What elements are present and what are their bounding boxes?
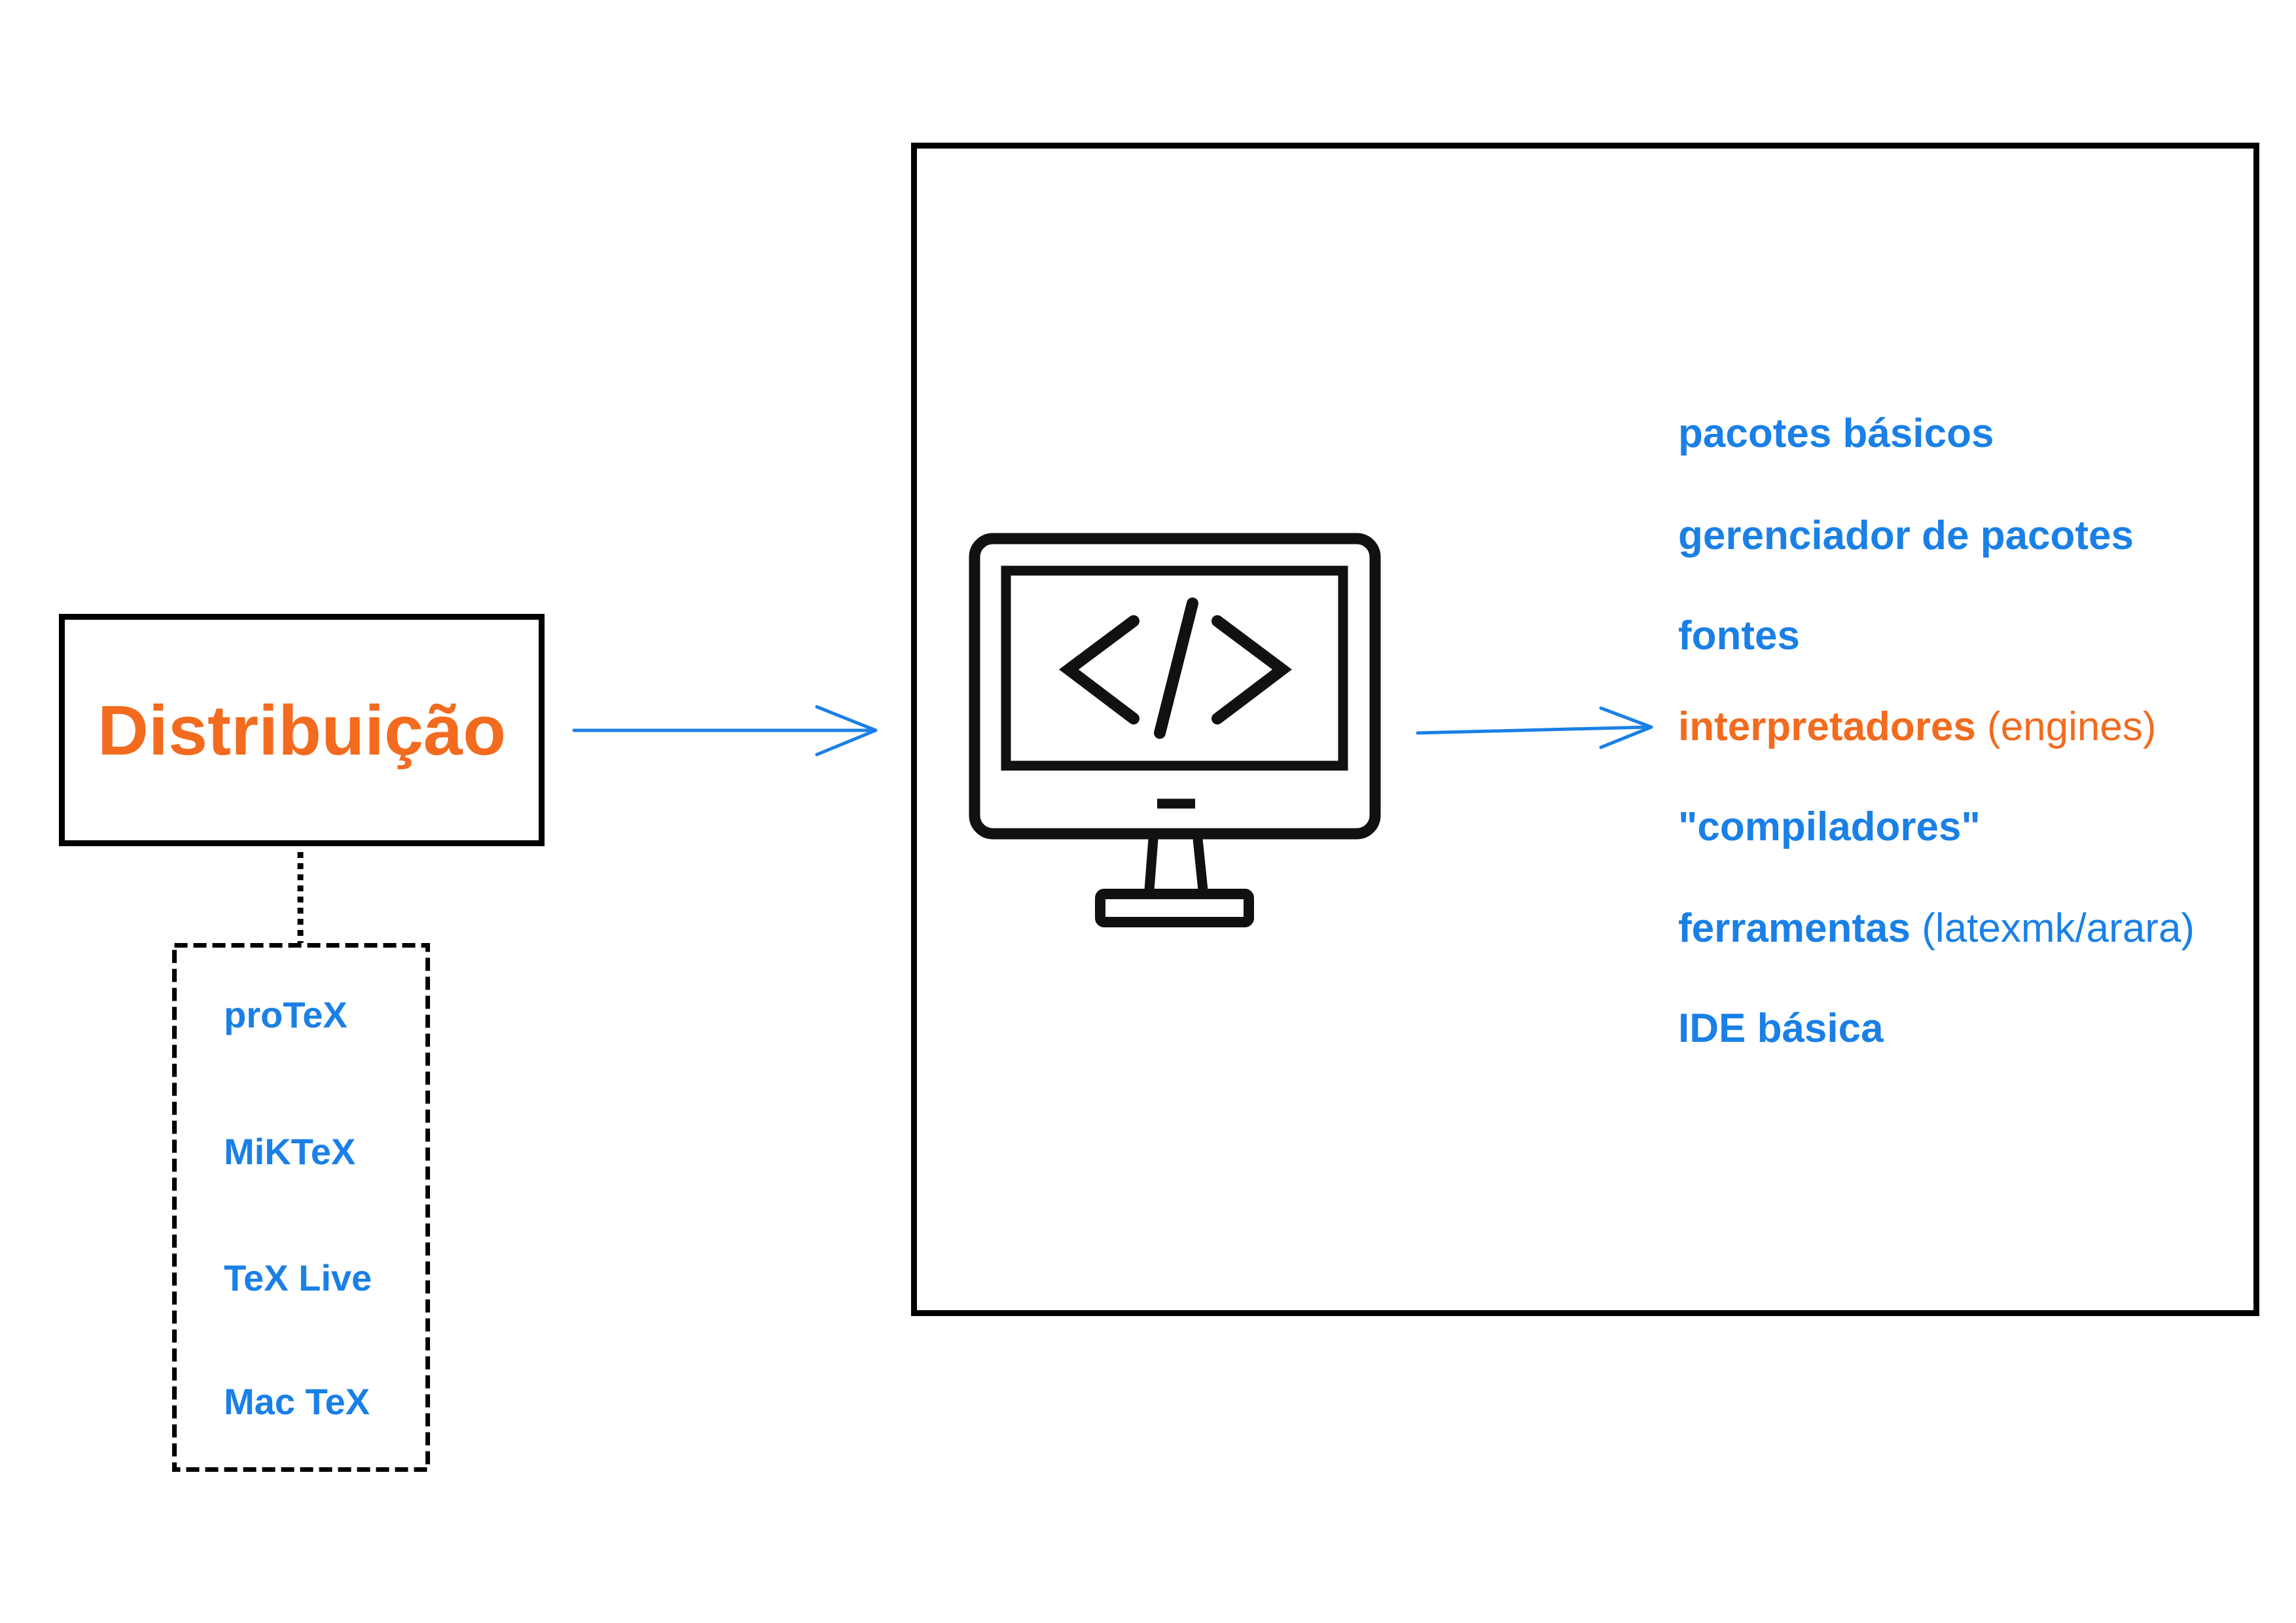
- component-label: IDE básica: [1678, 1006, 1884, 1051]
- code-slash: [1154, 597, 1198, 739]
- component-label: fontes: [1678, 613, 1800, 658]
- monitor-screen: [1001, 565, 1348, 771]
- arrow-head: [1599, 706, 1653, 749]
- distribution-example: Mac TeX: [224, 1381, 370, 1422]
- component-label: gerenciador de pacotes: [1678, 513, 2134, 558]
- component-item: "compiladores": [1678, 807, 1981, 847]
- distribution-example: MiKTeX: [224, 1131, 356, 1172]
- component-label: "compiladores": [1678, 804, 1981, 849]
- component-item: IDE básica: [1678, 1008, 1884, 1049]
- component-label: interpretadores: [1678, 704, 1976, 749]
- component-item: ferramentas (latexmk/arara): [1678, 908, 2195, 949]
- arrow-head: [815, 705, 878, 757]
- component-note: (latexmk/arara): [1922, 906, 2195, 951]
- component-item: gerenciador de pacotes: [1678, 516, 2134, 556]
- distribution-example: TeX Live: [224, 1257, 372, 1298]
- arrow-system-to-components: [1416, 706, 1653, 749]
- component-note: (engines): [1987, 704, 2157, 749]
- monitor-neck-left: [1144, 838, 1158, 891]
- arrow-distribution-to-system: [572, 705, 878, 757]
- code-symbol: [1059, 597, 1292, 739]
- component-label: ferramentas: [1678, 906, 1910, 951]
- component-item: interpretadores (engines): [1678, 707, 2157, 747]
- monitor-base: [1095, 889, 1254, 927]
- monitor-frame: [969, 533, 1381, 840]
- distribution-title: Distribuição: [97, 690, 507, 770]
- component-item: pacotes básicos: [1678, 414, 1994, 454]
- component-item: fontes: [1678, 616, 1800, 656]
- component-label: pacotes básicos: [1678, 411, 1994, 456]
- code-bracket-left: [1059, 615, 1139, 724]
- monitor-neck-right: [1193, 838, 1208, 891]
- arrow-shaft: [1416, 725, 1651, 735]
- distribution-example: proTeX: [224, 994, 348, 1035]
- system-box: [911, 143, 2259, 1316]
- distribution-examples-box: [172, 943, 430, 1472]
- computer-code-icon: [969, 533, 1381, 927]
- code-bracket-right: [1211, 615, 1292, 724]
- distribution-box: [59, 614, 545, 846]
